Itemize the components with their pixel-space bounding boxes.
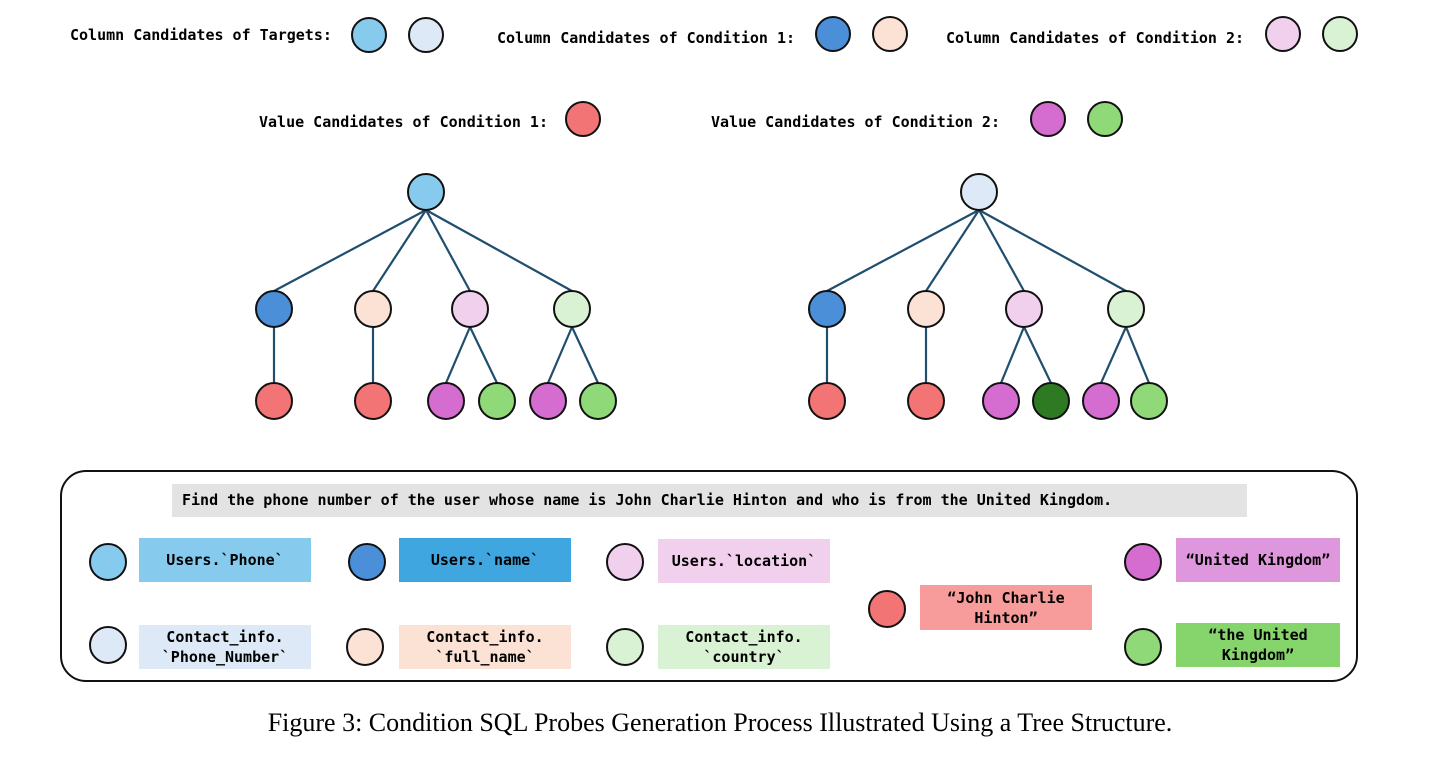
the-uk-value-circle-icon	[1124, 628, 1162, 666]
target-column-2-circle-icon	[408, 17, 444, 53]
john-value-circle-icon	[868, 590, 906, 628]
tree-edge	[978, 209, 1127, 292]
right-tree-value-node-2	[907, 382, 945, 420]
contact-phone-circle-icon	[89, 626, 127, 664]
tree-diagrams	[255, 173, 1168, 420]
condition2-column-1-circle-icon	[1265, 16, 1301, 52]
left-tree-value-node-5	[529, 382, 567, 420]
tree-edge	[546, 326, 574, 384]
users-name-circle-icon	[348, 543, 386, 581]
contact-full-name-circle-icon	[346, 628, 384, 666]
condition1-column-1-circle-icon	[815, 16, 851, 52]
tree-edge	[1023, 326, 1052, 384]
right-tree-column-node-1	[808, 290, 846, 328]
left-tree-column-node-2	[354, 290, 392, 328]
left-tree-value-node-2	[354, 382, 392, 420]
example-panel	[60, 470, 1358, 682]
tree-edge	[444, 326, 472, 384]
right-tree-value-node-1	[808, 382, 846, 420]
right-tree-root-node	[960, 173, 998, 211]
condition2-value-2-circle-icon	[1087, 101, 1123, 137]
tree-edge	[425, 209, 471, 292]
tree-edge	[826, 209, 980, 292]
example-question: Find the phone number of the user whose …	[172, 484, 1247, 517]
left-tree-root-node	[407, 173, 445, 211]
the-united-kingdom-label: “the United Kingdom”	[1176, 623, 1340, 667]
right-tree-value-node-3	[982, 382, 1020, 420]
contact-country-circle-icon	[606, 628, 644, 666]
tree-edge	[999, 326, 1026, 384]
tree-edge	[571, 326, 599, 384]
right-tree-value-node-4	[1032, 382, 1070, 420]
condition1-value-circle-icon	[565, 101, 601, 137]
legend-condition2-values-label: Value Candidates of Condition 2:	[711, 113, 1000, 131]
left-tree-value-node-3	[427, 382, 465, 420]
users-name-label: Users.`name`	[399, 538, 571, 582]
users-phone-label: Users.`Phone`	[139, 538, 311, 582]
tree-edge	[273, 209, 427, 292]
left-tree-value-node-6	[579, 382, 617, 420]
tree-edge	[469, 326, 498, 384]
legend-targets-label: Column Candidates of Targets:	[70, 26, 332, 44]
uk-value-circle-icon	[1124, 543, 1162, 581]
left-tree-value-node-4	[478, 382, 516, 420]
users-location-circle-icon	[606, 543, 644, 581]
target-column-1-circle-icon	[351, 17, 387, 53]
right-tree-value-node-5	[1082, 382, 1120, 420]
tree-edge	[425, 209, 573, 292]
users-phone-circle-icon	[89, 543, 127, 581]
condition1-column-2-circle-icon	[872, 16, 908, 52]
right-tree-column-node-2	[907, 290, 945, 328]
legend-condition1-columns-label: Column Candidates of Condition 1:	[497, 29, 796, 47]
condition2-column-2-circle-icon	[1322, 16, 1358, 52]
tree-edge	[978, 209, 1025, 292]
legend-condition1-values-label: Value Candidates of Condition 1:	[259, 113, 548, 131]
tree-edge	[1099, 326, 1128, 384]
right-tree-column-node-3	[1005, 290, 1043, 328]
contact-phone-label: Contact_info. `Phone_Number`	[139, 625, 311, 669]
tree-edge	[925, 209, 980, 292]
united-kingdom-label: “United Kingdom”	[1176, 538, 1340, 582]
legend-condition2-columns-label: Column Candidates of Condition 2:	[946, 29, 1245, 47]
figure-caption: Figure 3: Condition SQL Probes Generatio…	[267, 708, 1173, 737]
right-tree-column-node-4	[1107, 290, 1145, 328]
users-location-label: Users.`location`	[658, 539, 830, 583]
right-tree-value-node-6	[1130, 382, 1168, 420]
left-tree-column-node-4	[553, 290, 591, 328]
left-tree-value-node-1	[255, 382, 293, 420]
tree-edge	[1124, 326, 1151, 384]
left-tree-column-node-1	[255, 290, 293, 328]
left-tree-column-node-3	[451, 290, 489, 328]
contact-country-label: Contact_info. `country`	[658, 625, 830, 669]
condition2-value-1-circle-icon	[1030, 101, 1066, 137]
tree-edge	[372, 209, 427, 292]
john-charlie-hinton-label: “John Charlie Hinton”	[920, 585, 1092, 630]
contact-full-name-label: Contact_info. `full_name`	[399, 625, 571, 669]
